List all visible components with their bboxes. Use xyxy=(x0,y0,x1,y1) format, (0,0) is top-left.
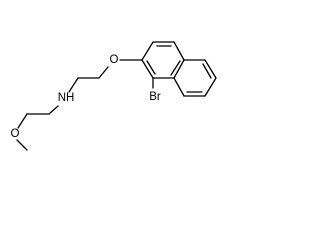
atom-label-methoxy-oxygen: O xyxy=(11,128,20,140)
bond-c1-c2 xyxy=(141,41,154,61)
bond-ch2-methoxy-oxygen xyxy=(17,113,28,129)
bond-c6-c1 xyxy=(141,59,154,79)
bond-c8-c9 xyxy=(204,77,217,97)
atom-label-bromine: Br xyxy=(149,91,161,103)
bond-ether-oxygen-ch2 xyxy=(98,66,109,79)
bond-c7-c8 xyxy=(204,59,217,79)
molecule-structure-diagram: O Br NH O xyxy=(11,41,217,151)
double-bond-c7-c8 xyxy=(202,63,212,79)
bond-methoxy-oxygen-methyl xyxy=(16,139,28,151)
bond-c3-c4 xyxy=(173,41,185,61)
bond-c10-c5 xyxy=(173,77,185,97)
atom-label-amine-nitrogen: NH xyxy=(58,92,75,104)
bond-nitrogen-ch2 xyxy=(48,105,59,115)
double-bond-c4-c5 xyxy=(170,60,181,76)
atom-label-ether-oxygen: O xyxy=(110,54,119,66)
bond-ch2-nitrogen xyxy=(68,77,79,93)
bond-c4-c5 xyxy=(173,59,185,79)
double-bond-c6-c1 xyxy=(146,60,156,75)
